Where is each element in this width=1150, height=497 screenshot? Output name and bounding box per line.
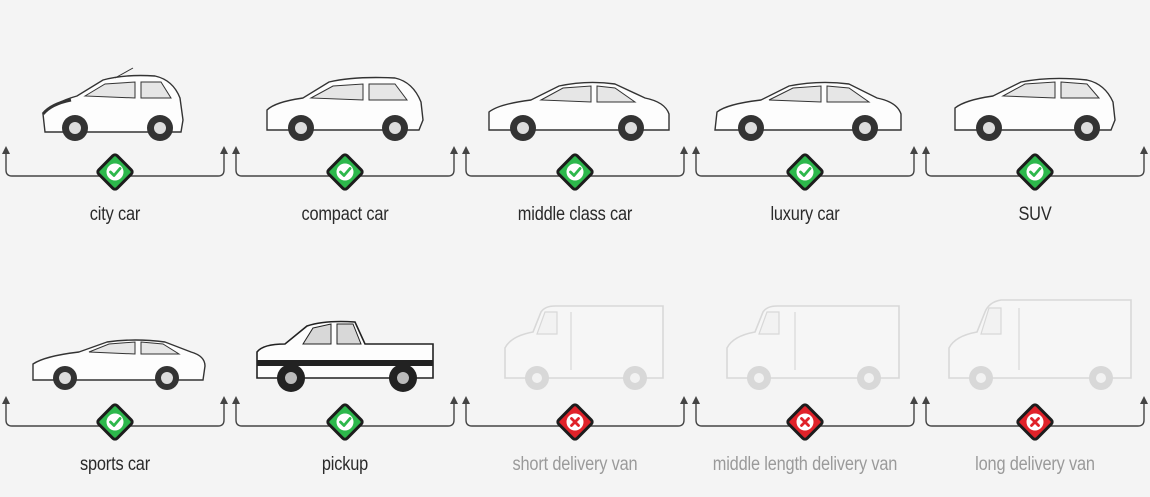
vehicle-option-suv[interactable]: SUV: [920, 40, 1150, 240]
van-icon: [935, 290, 1135, 400]
city-car-icon: [15, 40, 215, 150]
cross-badge-icon: [555, 402, 595, 442]
vehicle-label: city car: [89, 204, 141, 225]
vehicle-option-city-car[interactable]: city car: [0, 40, 230, 240]
van-icon: [705, 290, 905, 400]
check-badge-icon: [1015, 152, 1055, 192]
vehicle-label: short delivery van: [512, 454, 638, 475]
check-badge-icon: [95, 152, 135, 192]
vehicle-option-short-delivery-van[interactable]: short delivery van: [460, 290, 690, 490]
compact-car-icon: [245, 40, 445, 150]
pickup-truck-icon: [245, 290, 445, 400]
luxury-car-icon: [705, 40, 905, 150]
vehicle-label: sports car: [79, 454, 151, 475]
cross-badge-icon: [785, 402, 825, 442]
vehicle-label: SUV: [1018, 204, 1052, 225]
check-badge-icon: [555, 152, 595, 192]
van-icon: [475, 290, 675, 400]
vehicle-option-pickup[interactable]: pickup: [230, 290, 460, 490]
vehicle-label: middle class car: [517, 204, 633, 225]
vehicle-option-luxury-car[interactable]: luxury car: [690, 40, 920, 240]
check-badge-icon: [325, 152, 365, 192]
vehicle-option-middle-class-car[interactable]: middle class car: [460, 40, 690, 240]
vehicle-label: compact car: [301, 204, 389, 225]
cross-badge-icon: [1015, 402, 1055, 442]
sedan-car-icon: [475, 40, 675, 150]
vehicle-label: middle length delivery van: [712, 454, 898, 475]
vehicle-label: pickup: [321, 454, 369, 475]
check-badge-icon: [325, 402, 365, 442]
check-badge-icon: [785, 152, 825, 192]
vehicle-option-long-delivery-van[interactable]: long delivery van: [920, 290, 1150, 490]
check-badge-icon: [95, 402, 135, 442]
vehicle-option-compact-car[interactable]: compact car: [230, 40, 460, 240]
sports-car-icon: [15, 290, 215, 400]
suv-icon: [935, 40, 1135, 150]
vehicle-option-middle-length-delivery-van[interactable]: middle length delivery van: [690, 290, 920, 490]
vehicle-label: luxury car: [770, 204, 840, 225]
vehicle-label: long delivery van: [975, 454, 1095, 475]
vehicle-option-sports-car[interactable]: sports car: [0, 290, 230, 490]
